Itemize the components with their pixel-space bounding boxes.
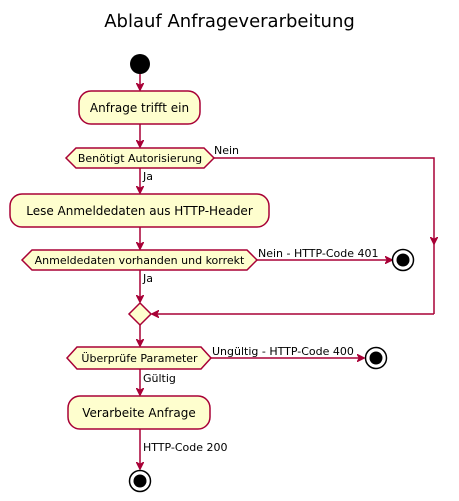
edge-params-invalid-label: Ungültig - HTTP-Code 400 <box>212 345 354 358</box>
decision-credentials-ok <box>20 249 259 271</box>
activity-read-credentials-label: Lese Anmeldedaten aus HTTP-Header <box>26 204 253 218</box>
decision-auth-required-label: Benötigt Autorisierung <box>78 152 202 165</box>
start-node <box>130 54 150 74</box>
decision-check-params <box>65 346 213 370</box>
decision-check-params-label: Überprüfe Parameter <box>81 352 198 365</box>
end-node-final-inner <box>133 474 147 488</box>
end-node-400-inner <box>369 351 383 365</box>
diagram-title: Ablauf Anfrageverarbeitung <box>104 11 355 32</box>
decision-credentials-ok-label: Anmeldedaten vorhanden und korrekt <box>35 254 245 267</box>
edge-done-label: HTTP-Code 200 <box>143 441 228 454</box>
edge-cred-yes-label: Ja <box>142 272 153 285</box>
edge-auth-yes-label: Ja <box>142 170 153 183</box>
edge-params-valid-label: Gültig <box>143 372 176 385</box>
activity-process-request-label: Verarbeite Anfrage <box>82 406 195 420</box>
activity-process-request <box>67 395 211 430</box>
edge-cred-no-label: Nein - HTTP-Code 401 <box>258 247 379 260</box>
edge-auth-no <box>214 157 434 244</box>
activity-request-arrives-label: Anfrage trifft ein <box>90 101 189 115</box>
edge-auth-no-label: Nein <box>214 144 239 157</box>
decision-auth-required <box>64 147 216 169</box>
merge-node <box>127 301 153 327</box>
end-node-401-inner <box>396 253 410 267</box>
